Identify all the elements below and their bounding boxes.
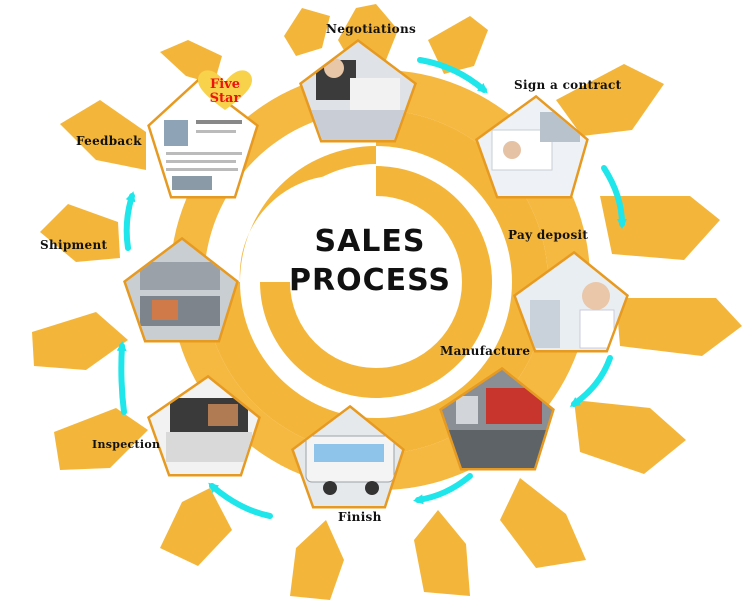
step-label-negotiations: Negotiations: [326, 22, 417, 36]
heart-icon: [198, 70, 252, 110]
step-label-manufacture: Manufacture: [440, 344, 531, 358]
step-label-inspection: Inspection: [92, 438, 161, 451]
trailer-interior-photo: [123, 236, 239, 343]
step-label-pay-deposit: Pay deposit: [508, 228, 589, 242]
sun-rays: [32, 4, 742, 600]
badge-line-2: Star: [209, 91, 241, 106]
step-label-finish: Finish: [338, 510, 382, 524]
business-meeting-photo: [299, 38, 417, 143]
review-page-photo: [147, 78, 259, 199]
badge-line-1: Five: [210, 77, 240, 92]
factory-photo: [439, 366, 555, 471]
step-label-sign-contract: Sign a contract: [514, 78, 622, 92]
five-star-badge: Five Star: [200, 78, 250, 106]
step-label-shipment: Shipment: [40, 238, 108, 252]
step-label-feedback: Feedback: [76, 134, 142, 148]
process-arrows: [116, 57, 627, 519]
title-line-1: SALES: [314, 224, 426, 259]
title-line-2: PROCESS: [289, 263, 451, 298]
page-title: SALES PROCESS: [250, 224, 490, 298]
